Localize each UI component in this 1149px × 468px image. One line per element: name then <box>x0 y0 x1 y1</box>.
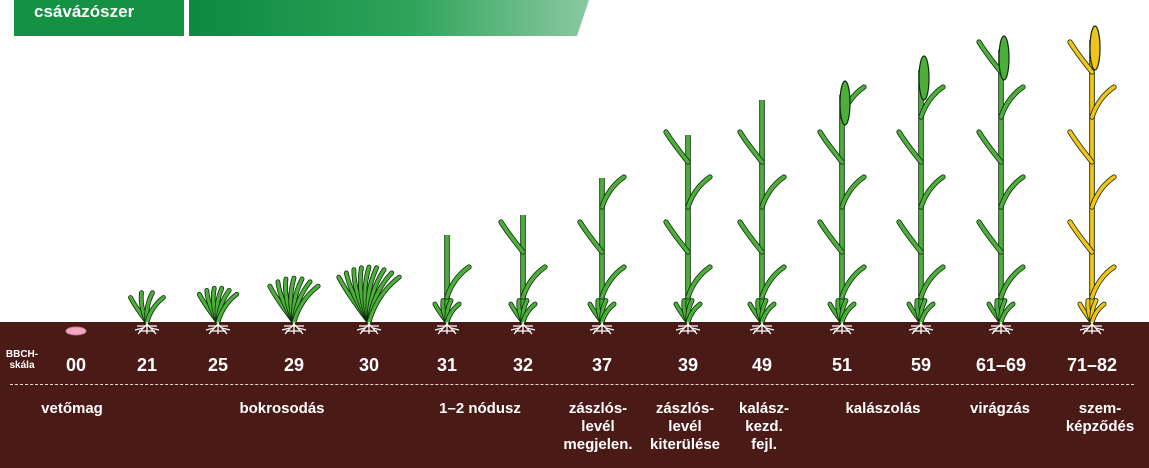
root-icon <box>675 322 701 335</box>
seed-icon <box>65 326 87 336</box>
leaf <box>367 275 401 324</box>
leaf <box>1090 85 1116 119</box>
bbch-code-51: 51 <box>831 355 853 375</box>
leaf <box>738 220 764 254</box>
leaf <box>1068 40 1094 74</box>
bbch-code-37: 37 <box>591 355 613 375</box>
soil-band <box>0 322 1149 468</box>
leaf <box>738 130 764 164</box>
root-icon <box>356 322 382 335</box>
leaf <box>145 295 166 324</box>
leaf <box>999 175 1025 209</box>
phase-label-nodusz: 1–2 nódusz <box>439 400 521 417</box>
bbch-code-59: 59 <box>910 355 932 375</box>
bbch-code-32: 32 <box>512 355 534 375</box>
leaf <box>686 175 712 209</box>
leaf <box>521 302 537 324</box>
leaf <box>760 302 776 324</box>
leaf <box>840 175 866 209</box>
bbch-code-29: 29 <box>283 355 305 375</box>
header-tab: csávázószer <box>14 0 184 36</box>
ear-icon <box>998 35 1010 81</box>
phase-label-kalaszkezd: kalász- kezd. fejl. <box>738 400 790 453</box>
bbch-scale-label: BBCH- skála <box>5 349 39 371</box>
bbch-code-00: 00 <box>65 355 87 375</box>
bbch-code-31: 31 <box>436 355 458 375</box>
bbch-code-39: 39 <box>677 355 699 375</box>
leaf <box>977 40 1003 74</box>
phase-label-kalaszolas: kalászolás <box>845 400 921 417</box>
phase-label-zaszloslevel-megjelen: zászlós- levél megjelen. <box>563 400 633 453</box>
phase-label-szemkepzodes: szem- képződés <box>1065 400 1135 435</box>
leaf <box>760 175 786 209</box>
ear-icon <box>839 80 851 126</box>
dashed-divider <box>10 384 1134 385</box>
bbch-code-25: 25 <box>207 355 229 375</box>
leaf <box>292 284 320 324</box>
leaf <box>1068 220 1094 254</box>
leaf <box>600 265 626 299</box>
leaf <box>897 130 923 164</box>
leaf <box>1090 265 1116 299</box>
bbch-code-71-82: 71–82 <box>1066 355 1118 375</box>
leaf <box>1068 130 1094 164</box>
root-icon <box>434 322 460 335</box>
root-icon <box>281 322 307 335</box>
bbch-code-61-69: 61–69 <box>975 355 1027 375</box>
header-title: csávázószer <box>34 2 135 21</box>
phase-label-bokrosodas: bokrosodás <box>239 400 325 417</box>
leaf <box>919 265 945 299</box>
leaf <box>999 265 1025 299</box>
leaf <box>1090 302 1106 324</box>
leaf <box>521 265 547 299</box>
root-icon <box>589 322 615 335</box>
root-icon <box>205 322 231 335</box>
leaf <box>760 265 786 299</box>
bbch-code-30: 30 <box>358 355 380 375</box>
leaf <box>499 220 525 254</box>
leaf <box>1090 175 1116 209</box>
ear-icon <box>1089 25 1101 71</box>
leaf <box>445 265 471 299</box>
leaf <box>600 175 626 209</box>
root-icon <box>1079 322 1105 335</box>
leaf <box>664 130 690 164</box>
bbch-code-21: 21 <box>136 355 158 375</box>
leaf <box>686 302 702 324</box>
leaf <box>999 302 1015 324</box>
leaf <box>445 302 461 324</box>
root-icon <box>134 322 160 335</box>
phase-label-vetomag: vetőmag <box>41 400 103 417</box>
leaf <box>919 85 945 119</box>
leaf <box>840 302 856 324</box>
phase-label-zaszloslevel-kiterulese: zászlós- levél kiterülése <box>649 400 721 453</box>
leaf <box>977 130 1003 164</box>
leaf <box>840 265 866 299</box>
root-icon <box>988 322 1014 335</box>
leaf <box>578 220 604 254</box>
root-icon <box>510 322 536 335</box>
leaf <box>600 302 616 324</box>
ear-icon <box>918 55 930 101</box>
leaf <box>664 220 690 254</box>
bbch-code-49: 49 <box>751 355 773 375</box>
phase-label-viragzas: virágzás <box>969 400 1031 417</box>
root-icon <box>749 322 775 335</box>
leaf <box>919 175 945 209</box>
header-gradient-band <box>189 0 589 36</box>
leaf <box>919 302 935 324</box>
leaf <box>216 292 239 324</box>
leaf <box>897 220 923 254</box>
root-icon <box>908 322 934 335</box>
leaf <box>686 265 712 299</box>
root-icon <box>829 322 855 335</box>
leaf <box>818 130 844 164</box>
leaf <box>999 85 1025 119</box>
leaf <box>818 220 844 254</box>
leaf <box>977 220 1003 254</box>
